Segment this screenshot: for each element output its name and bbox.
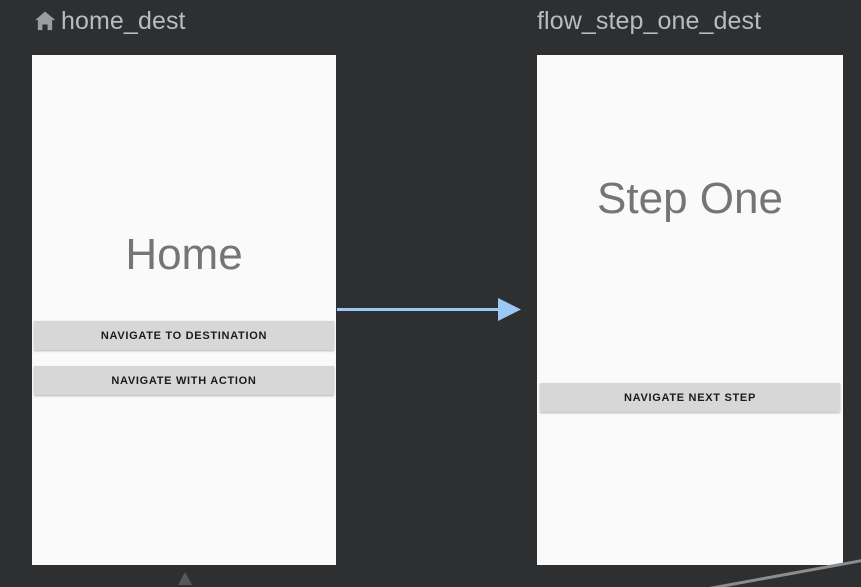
- destination-header-home-dest[interactable]: home_dest: [32, 4, 186, 38]
- destination-header-flow-step-one-dest[interactable]: flow_step_one_dest: [537, 4, 761, 38]
- navigate-next-step-button[interactable]: NAVIGATE NEXT STEP: [540, 383, 840, 412]
- screen-title: Step One: [597, 174, 783, 223]
- incoming-arrow-head-icon: [178, 572, 192, 585]
- destination-screen-preview-home-dest[interactable]: Home NAVIGATE TO DESTINATION NAVIGATE WI…: [32, 55, 336, 565]
- destination-screen-preview-flow-step-one-dest[interactable]: Step One NAVIGATE NEXT STEP: [537, 55, 843, 565]
- action-arrow-incoming-home-dest: [178, 572, 192, 585]
- home-icon: [35, 11, 56, 31]
- navigate-to-destination-button[interactable]: NAVIGATE TO DESTINATION: [34, 321, 334, 350]
- destination-home-dest[interactable]: home_dest Home NAVIGATE TO DESTINATION N…: [32, 4, 336, 565]
- destination-label: flow_step_one_dest: [537, 7, 762, 35]
- navigate-with-action-button[interactable]: NAVIGATE WITH ACTION: [34, 366, 334, 395]
- destination-label: home_dest: [61, 7, 186, 35]
- action-arrow-head: [498, 298, 521, 321]
- screen-title: Home: [125, 230, 243, 279]
- action-arrow-home-to-flow-step-one[interactable]: [335, 294, 525, 326]
- destination-flow-step-one-dest[interactable]: flow_step_one_dest Step One NAVIGATE NEX…: [537, 4, 843, 565]
